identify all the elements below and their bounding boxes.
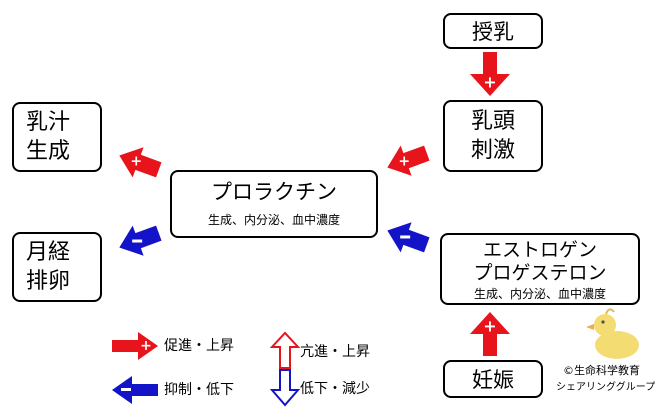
arrow-estrogen-to-prolactin	[387, 222, 430, 253]
node-estrogen: エストロゲン プロゲステロン 生成、内分泌、血中濃度	[440, 233, 640, 305]
node-gekkei: 月経 排卵	[12, 232, 102, 302]
credit-line2: シェアリンググループ	[556, 382, 656, 393]
node-junyu: 授乳	[443, 13, 543, 49]
legend-decrease-icon	[269, 369, 301, 407]
node-estrogen-line2: プロゲステロン	[473, 262, 607, 284]
legend-promote-icon: +	[112, 332, 158, 360]
arrow-nyutou-to-prolactin: +	[387, 145, 430, 176]
node-gekkei-line1: 月経	[26, 240, 71, 265]
node-ninshin-label: 妊娠	[472, 368, 514, 392]
node-gekkei-line2: 排卵	[26, 269, 71, 294]
legend-suppress-icon	[112, 376, 158, 404]
node-nyuju-line1: 乳汁	[26, 110, 71, 135]
node-prolactin-sub: 生成、内分泌、血中濃度	[207, 213, 340, 227]
node-junyu-label: 授乳	[472, 20, 514, 44]
legend-promote-label: 促進・上昇	[164, 338, 234, 354]
arrow-ninshin-to-estrogen: +	[470, 312, 510, 356]
credit-line1: ©生命科学教育	[563, 364, 640, 377]
node-nyutou-line1: 乳頭	[470, 109, 515, 134]
arrow-junyu-to-nyutou: +	[470, 52, 510, 96]
legend-increase-label: 亢進・上昇	[300, 344, 370, 360]
node-nyutou-line2: 刺激	[470, 138, 515, 163]
node-prolactin: プロラクチン 生成、内分泌、血中濃度	[170, 170, 378, 238]
chick-illustration	[586, 308, 639, 359]
arrow-prolactin-to-gekkei	[119, 225, 162, 256]
node-nyuju: 乳汁 生成	[12, 102, 102, 172]
node-ninshin: 妊娠	[443, 360, 543, 398]
node-nyutou: 乳頭 刺激	[443, 100, 543, 172]
arrow-prolactin-to-nyuju: +	[119, 147, 162, 178]
svg-text:+: +	[140, 338, 152, 354]
plus-sign: +	[483, 73, 496, 92]
legend-decrease-label: 低下・減少	[300, 381, 370, 397]
legend-increase-icon	[269, 331, 301, 369]
node-estrogen-line1: エストロゲン	[482, 239, 597, 261]
svg-text:+: +	[483, 317, 496, 336]
legend-suppress-label: 抑制・低下	[164, 382, 234, 398]
svg-text:+: +	[130, 154, 142, 170]
node-prolactin-title: プロラクチン	[211, 180, 337, 204]
svg-text:+: +	[398, 153, 410, 169]
node-estrogen-sub: 生成、内分泌、血中濃度	[473, 287, 606, 301]
node-nyuju-line2: 生成	[26, 139, 71, 164]
